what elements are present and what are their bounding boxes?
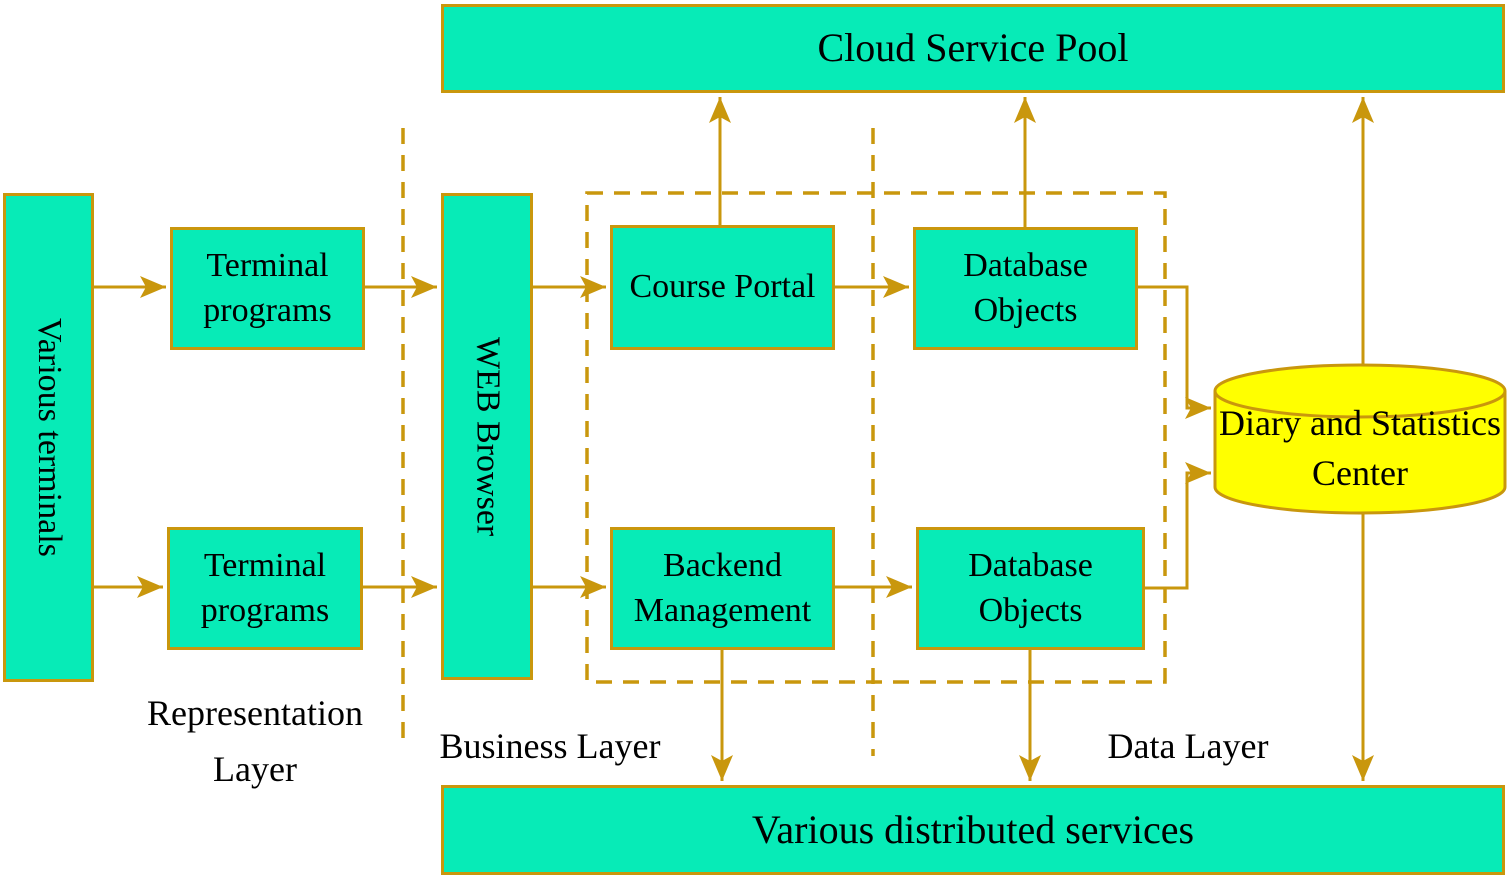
- various-terminals-label: Various terminals: [30, 318, 68, 557]
- elbow-db-bottom-to-diary: [1145, 462, 1211, 590]
- dashed-group-box: [585, 191, 1167, 684]
- node-course-portal: Course Portal: [610, 225, 835, 350]
- diary-cylinder-body: [1213, 391, 1507, 515]
- diary-cylinder-top: [1213, 363, 1507, 419]
- node-database-objects-top: Database Objects: [913, 227, 1138, 350]
- data-layer-label: Data Layer: [1107, 725, 1269, 766]
- database-objects-bottom-label: Database Objects: [968, 546, 1093, 629]
- node-backend-management: Backend Management: [610, 527, 835, 650]
- cloud-service-pool-label: Cloud Service Pool: [817, 25, 1129, 71]
- database-objects-top-label: Database Objects: [963, 246, 1088, 329]
- node-cloud-service-pool: Cloud Service Pool: [441, 4, 1505, 93]
- node-terminal-programs-bottom: Terminal programs: [167, 527, 363, 650]
- course-portal-label: Course Portal: [629, 268, 816, 306]
- representation-layer-label: Representation Layer: [147, 693, 363, 789]
- backend-management-label: Backend Management: [633, 546, 812, 629]
- terminal-programs-top-label: Terminal programs: [203, 246, 332, 329]
- node-various-distributed-services: Various distributed services: [441, 785, 1505, 875]
- various-distributed-services-label: Various distributed services: [751, 806, 1195, 852]
- elbow-db-top-to-diary: [1138, 285, 1211, 419]
- terminal-programs-bottom-label: Terminal programs: [200, 546, 330, 629]
- business-layer-label: Business Layer: [439, 725, 661, 766]
- node-terminal-programs-top: Terminal programs: [170, 227, 365, 350]
- node-database-objects-bottom: Database Objects: [916, 527, 1145, 650]
- diary-statistics-center-label: Diary and Statistics Center: [1219, 402, 1501, 493]
- node-web-browser: WEB Browser: [441, 193, 533, 680]
- web-browser-label: WEB Browser: [469, 336, 507, 537]
- node-various-terminals: Various terminals: [3, 193, 94, 682]
